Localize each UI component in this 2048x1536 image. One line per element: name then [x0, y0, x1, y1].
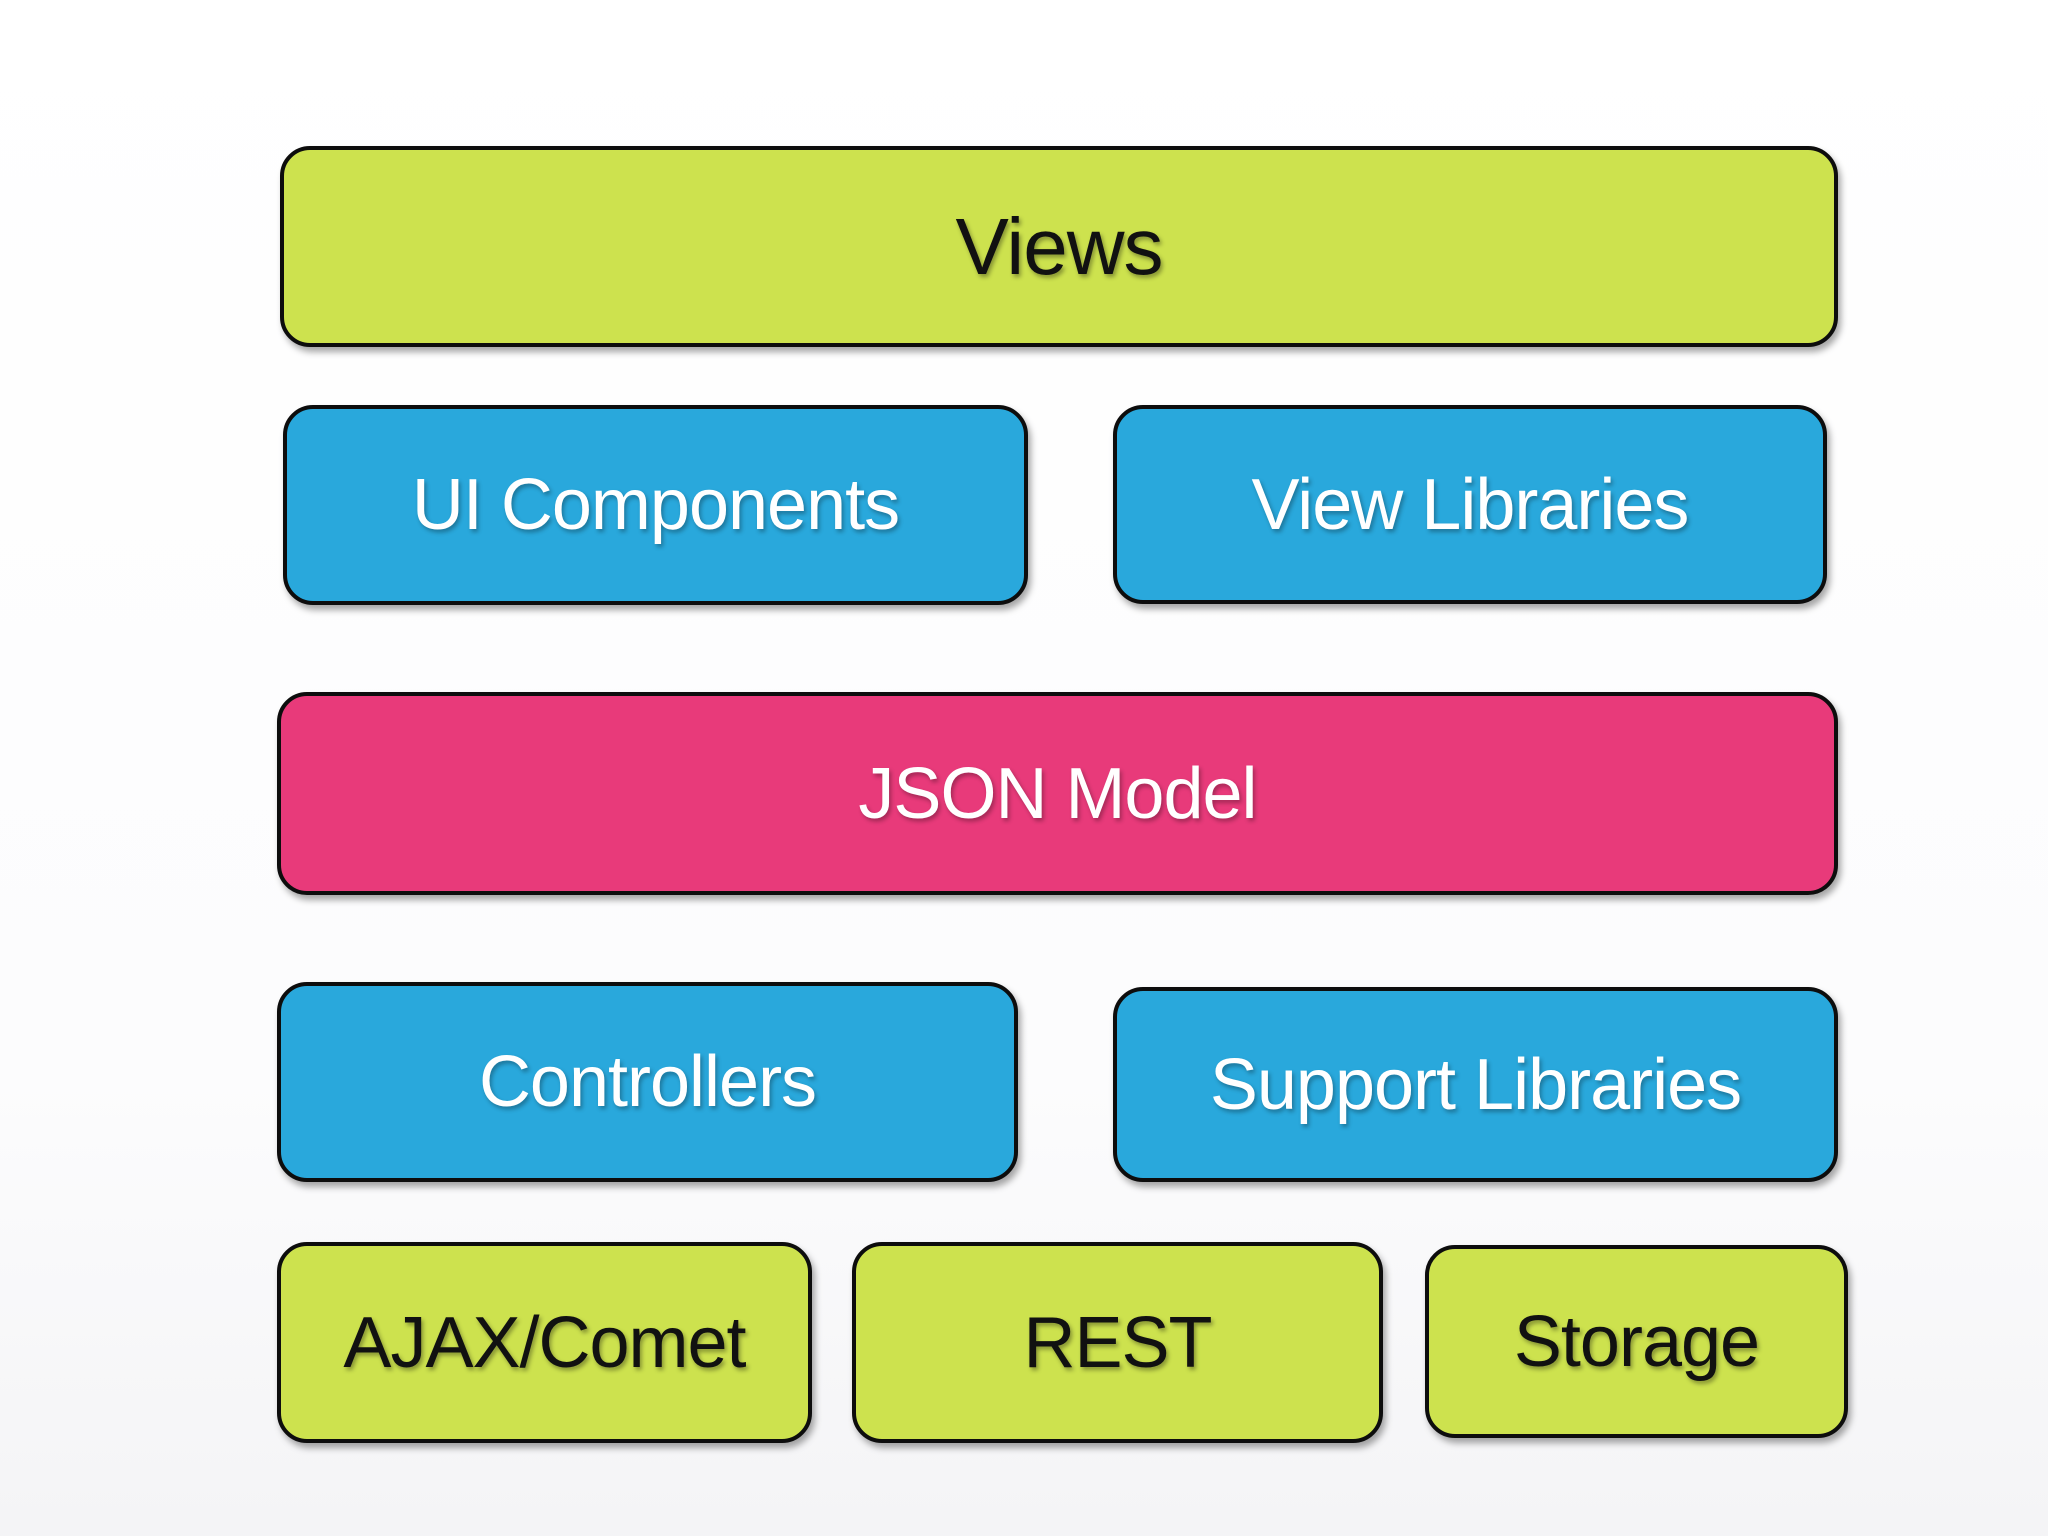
support-libraries-label: Support Libraries — [1209, 1044, 1742, 1125]
ajax-comet-box: AJAX/Comet — [277, 1242, 812, 1443]
views-box: Views — [280, 146, 1838, 347]
controllers-label: Controllers — [478, 1042, 817, 1122]
view-libraries-box: View Libraries — [1113, 405, 1827, 604]
controllers-box: Controllers — [277, 982, 1018, 1182]
rest-box: REST — [852, 1242, 1383, 1443]
view-libraries-label: View Libraries — [1251, 464, 1690, 545]
storage-label: Storage — [1513, 1301, 1760, 1382]
storage-box: Storage — [1425, 1245, 1848, 1438]
ajax-comet-label: AJAX/Comet — [343, 1302, 746, 1383]
ui-components-box: UI Components — [283, 405, 1028, 605]
views-label: Views — [955, 201, 1164, 291]
support-libraries-box: Support Libraries — [1113, 987, 1838, 1182]
rest-label: REST — [1023, 1302, 1212, 1383]
json-model-label: JSON Model — [858, 753, 1257, 834]
json-model-box: JSON Model — [277, 692, 1838, 895]
ui-components-label: UI Components — [411, 465, 900, 545]
